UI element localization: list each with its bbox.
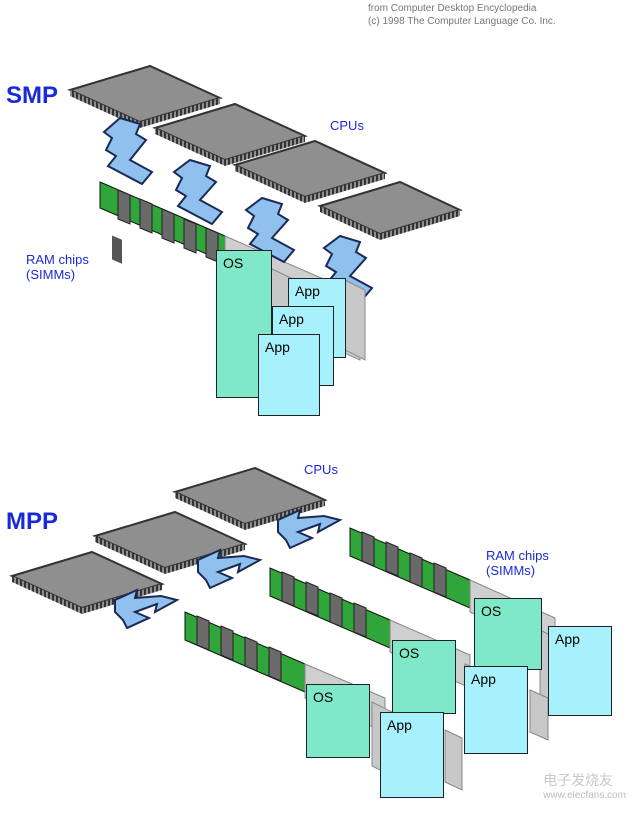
smp-app-page-3: App [258,334,320,416]
mpp-os-page-3: OS [306,684,370,758]
mpp-ram-label-line-2: (SIMMs) [486,563,536,578]
smp-ram-label-line-1: RAM chips [26,252,89,267]
smp-cpu-chip-2 [152,102,308,166]
smp-os-page: OS [216,250,272,398]
mpp-os-page-2: OS [392,640,456,714]
mpp-arrow-1 [277,508,343,550]
mpp-arrow-3 [114,588,180,630]
watermark: 电子发烧友 www.elecfans.com [543,770,626,801]
smp-ram-label-line-2: (SIMMs) [26,267,76,282]
credit-line-2: (c) 1998 The Computer Language Co. Inc. [368,16,556,27]
smp-title: SMP [6,82,59,109]
mpp-ram-label: RAM chips (SIMMs) [486,548,549,578]
watermark-cn: 电子发烧友 [543,772,614,788]
credit-line-1: from Computer Desktop Encyclopedia [368,3,537,14]
mpp-cpus-label: CPUs [304,462,338,477]
smp-cpu-chip-1 [67,64,223,128]
mpp-graphic [9,466,561,791]
mpp-arrow-2 [197,548,263,590]
mpp-os-page-1: OS [474,598,542,670]
mpp-app-page-2: App [464,666,528,754]
mpp-ram-label-line-1: RAM chips [486,548,549,563]
mpp-app-page-1: App [548,626,612,716]
watermark-en: www.elecfans.com [543,790,626,801]
mpp-app-page-3: App [380,712,444,798]
smp-cpu-chip-3 [232,139,388,203]
smp-cpus-label: CPUs [330,118,364,133]
mpp-cpu-chip-3 [9,550,165,614]
smp-arrow-2 [172,158,224,226]
credit-text: from Computer Desktop Encyclopedia (c) 1… [368,2,556,28]
mpp-cpu-chip-1 [172,466,328,530]
smp-arrow-1 [102,116,154,186]
smp-ram-label: RAM chips (SIMMs) [26,252,89,282]
smp-arrow-3 [244,196,296,264]
smp-cpu-chip-4 [317,180,463,240]
mpp-title: MPP [6,508,59,535]
